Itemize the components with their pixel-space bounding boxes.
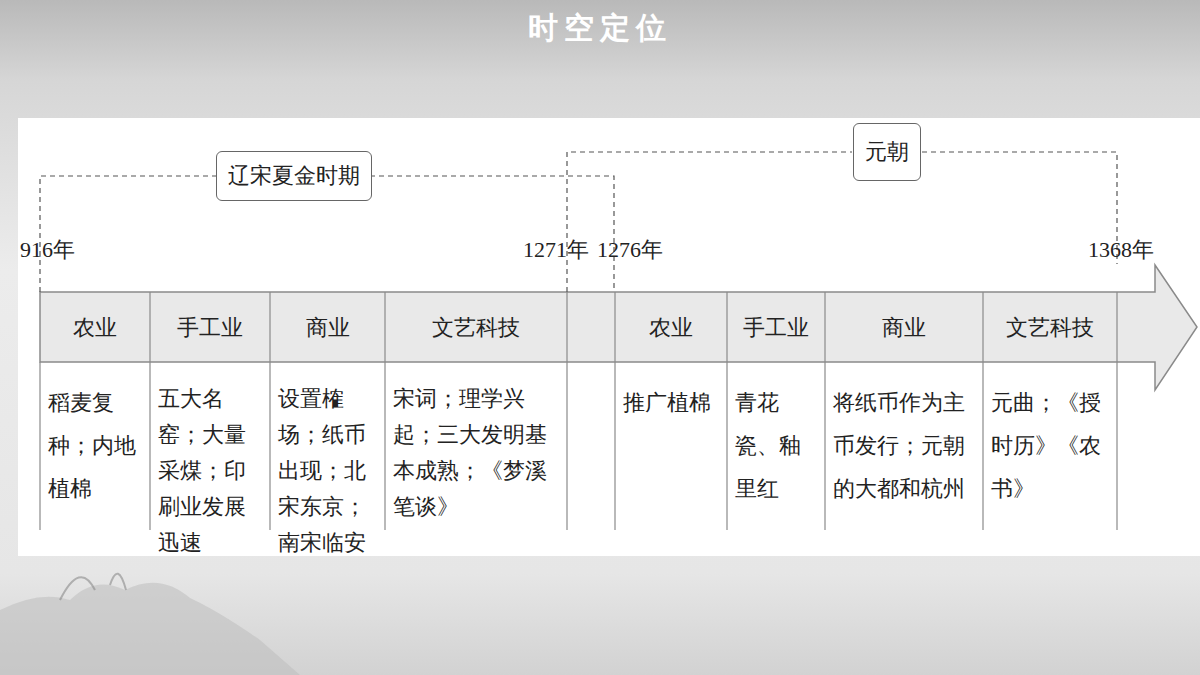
table-cell: 宋词；理学兴起；三大发明基本成熟；《梦溪笔谈》 [393,381,563,525]
column-header: 农业 [40,306,150,349]
period-label: 辽宋夏金时期 [228,163,360,188]
table-cell: 将纸币作为主币发行；元朝的大都和杭州 [833,381,979,510]
column-header: 商业 [270,306,385,349]
column-header: 文艺科技 [983,306,1117,349]
title: 时空定位 [0,8,1200,49]
table-cell: 设置榷场；纸币出现；北宋东京；南宋临安 [278,381,381,561]
column-header: 手工业 [150,306,270,349]
column-header: 农业 [615,306,727,349]
year-label: 916年 [20,228,100,271]
period-box: 辽宋夏金时期 [216,151,372,201]
year-label: 1276年 [597,228,667,271]
year-label: 1368年 [1088,228,1158,271]
column-header: 商业 [825,306,983,349]
table-cell: 推广植棉 [623,381,723,424]
table-cell: 五大名窑；大量采煤；印刷业发展迅速 [158,381,266,561]
table-cell: 青花瓷、釉里红 [735,381,821,510]
table-cell: 稻麦复种；内地植棉 [48,381,146,510]
period-label: 元朝 [865,139,909,164]
column-header: 文艺科技 [385,306,567,349]
period-box: 元朝 [853,123,921,181]
year-label: 1271年 [523,228,593,271]
table-cell: 元曲；《授时历》《农书》 [991,381,1113,510]
column-header: 手工业 [727,306,825,349]
